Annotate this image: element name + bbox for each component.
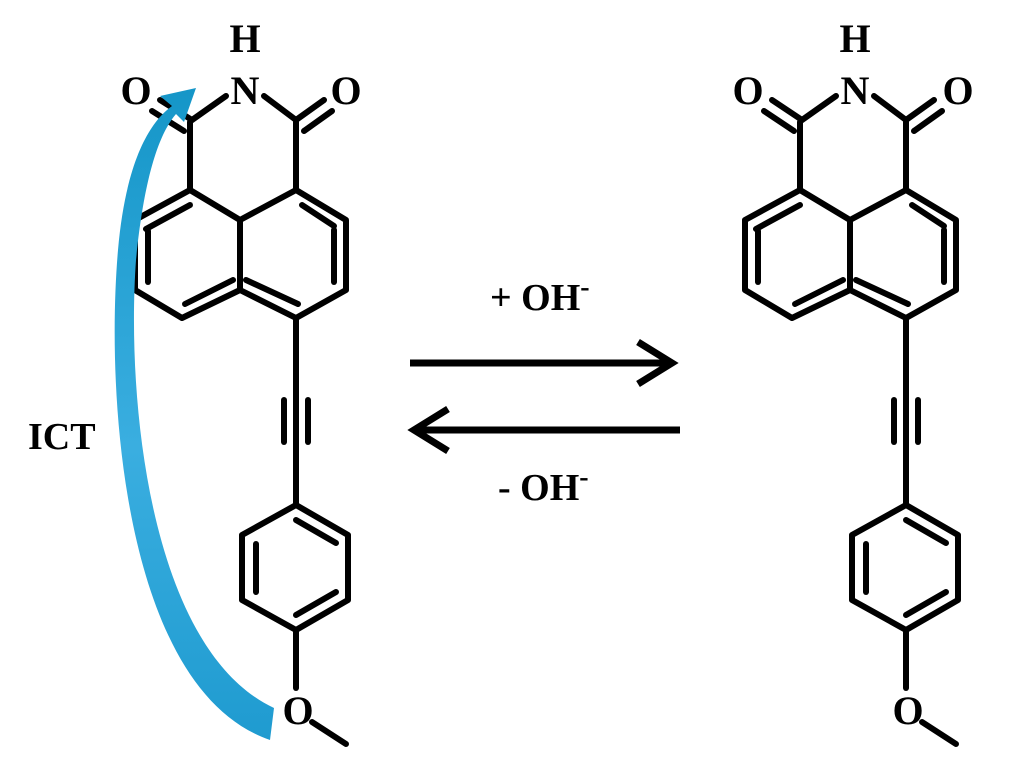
left-molecule: H N O O O <box>120 16 362 747</box>
ict-arrow <box>114 88 274 740</box>
right-hydrogen-label: H <box>839 16 870 61</box>
left-hydrogen-label: H <box>229 16 260 61</box>
ict-arrow-icon <box>114 88 274 740</box>
right-naphthalene-bonds <box>742 187 959 321</box>
forward-arrow-label: + OH- <box>490 272 590 319</box>
right-alkyne-bonds <box>891 315 921 508</box>
left-methoxy-oxygen: O <box>282 688 313 733</box>
right-methoxy-oxygen: O <box>892 688 923 733</box>
right-phenyl-bonds <box>849 502 961 691</box>
reverse-arrow-text: - OH <box>498 467 579 509</box>
left-carbonyl-oxygen-left: O <box>120 68 151 113</box>
forward-arrow <box>410 339 679 387</box>
left-methoxy-bonds <box>309 719 349 747</box>
reverse-arrow-superscript: - <box>579 462 588 493</box>
left-carbonyl-oxygen-right: O <box>330 68 361 113</box>
left-naphthalene-bonds <box>132 187 349 321</box>
ict-label: ICT <box>28 416 96 458</box>
forward-arrow-text: + OH <box>490 277 580 319</box>
right-methoxy-bonds <box>919 719 959 747</box>
right-carbonyl-oxygen-left: O <box>732 68 763 113</box>
right-imide-ring-bonds <box>761 93 945 193</box>
forward-arrow-superscript: - <box>580 272 589 303</box>
right-carbonyl-oxygen-right: O <box>942 68 973 113</box>
left-nitrogen-label: N <box>231 68 260 113</box>
reverse-arrow-label: - OH- <box>498 462 589 509</box>
left-imide-ring-bonds <box>149 93 335 193</box>
left-alkyne-bonds <box>281 315 311 508</box>
reverse-arrow <box>407 406 680 454</box>
right-nitrogen-label: N <box>841 68 870 113</box>
left-phenyl-bonds <box>239 502 351 691</box>
right-molecule: H N O O O <box>732 16 974 747</box>
